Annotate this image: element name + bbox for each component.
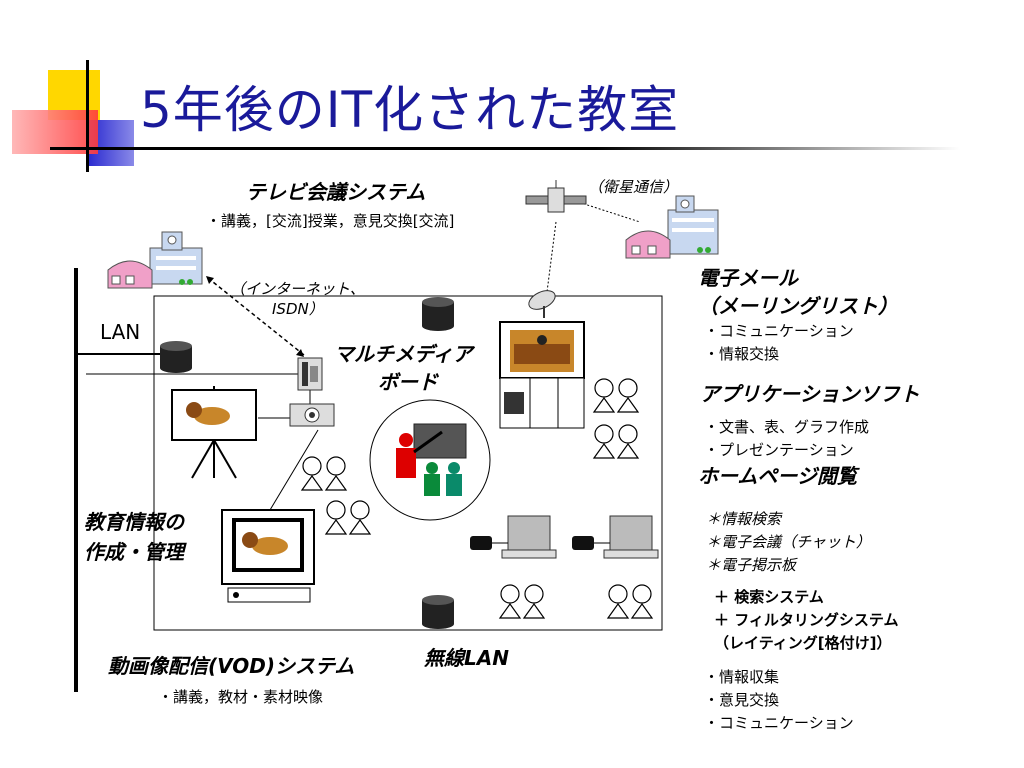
multimedia-board-icon xyxy=(369,399,491,521)
satellite-dish-icon xyxy=(528,290,556,318)
satellite-down-link xyxy=(546,221,557,293)
monitor-link xyxy=(269,429,319,511)
web-uses: ・情報収集 ・意見交換 ・コミュニケーション xyxy=(704,666,854,735)
apps-items: ・文書、表、グラフ作成 ・プレゼンテーション xyxy=(704,416,869,462)
web-use: ・意見交換 xyxy=(704,691,780,709)
apps-item: ・プレゼンテーション xyxy=(704,441,854,459)
satellite-icon xyxy=(525,180,587,213)
web-tool: ＋ 検索システム xyxy=(714,588,824,606)
internet-label-line1: （インターネット、 xyxy=(230,280,365,298)
lan-label: LAN xyxy=(100,320,141,344)
web-tool: （レイティング[格付け]） xyxy=(714,634,892,652)
web-use: ・コミュニケーション xyxy=(704,714,854,732)
apps-heading: アプリケーションソフト xyxy=(700,382,920,406)
email-heading-line1: 電子メール xyxy=(698,266,798,290)
edu-info-label-line1: 教育情報の xyxy=(84,510,184,534)
satellite-label: （衛星通信） xyxy=(588,178,679,196)
tv-conference-heading: テレビ会議システム xyxy=(246,180,426,204)
internet-arrow-head xyxy=(296,349,304,357)
deco-red-block xyxy=(12,110,98,154)
deco-vertical-line xyxy=(86,60,89,172)
projector-icon xyxy=(289,403,335,427)
web-items: ＊情報検索 ＊電子会議（チャット） ＊電子掲示板 xyxy=(706,508,871,577)
multimedia-board-label-line1: マルチメディア xyxy=(334,342,473,366)
email-items: ・コミュニケーション ・情報交換 xyxy=(704,320,854,366)
school-building-right-icon xyxy=(625,195,719,259)
monitor-icon xyxy=(221,509,315,603)
tv-conference-detail: ・講義，[交流]授業，意見交換[交流] xyxy=(206,212,455,230)
internet-arrow-tail xyxy=(206,276,214,284)
tv-conference-unit-icon xyxy=(499,321,585,429)
school-building-left-icon xyxy=(107,231,203,289)
web-use: ・情報収集 xyxy=(704,668,780,686)
server-cylinder-icon xyxy=(422,595,454,629)
projection-screen-icon xyxy=(171,386,257,479)
email-item: ・情報交換 xyxy=(704,345,780,363)
web-item: ＊電子掲示板 xyxy=(706,556,797,574)
vod-heading: 動画像配信(VOD)システム xyxy=(108,654,355,678)
web-item: ＊電子会議（チャット） xyxy=(706,533,871,551)
edu-info-label-line2: 作成・管理 xyxy=(84,540,184,564)
laptop-icon xyxy=(470,515,557,559)
server-cylinder-icon xyxy=(160,341,192,373)
wireless-lan-label: 無線LAN xyxy=(424,646,509,670)
vod-detail: ・講義，教材・素材映像 xyxy=(158,688,324,706)
email-item: ・コミュニケーション xyxy=(704,322,854,340)
web-heading: ホームページ閲覧 xyxy=(698,464,857,488)
student-group-icon xyxy=(300,378,654,619)
web-tools: ＋ 検索システム ＋ フィルタリングシステム （レイティング[格付け]） xyxy=(714,586,898,655)
web-item: ＊情報検索 xyxy=(706,510,782,528)
internet-label-line2: ISDN） xyxy=(272,300,324,318)
web-tool: ＋ フィルタリングシステム xyxy=(714,611,899,629)
laptop-icon xyxy=(572,515,659,559)
phone-icon xyxy=(297,357,323,391)
title-rule xyxy=(50,147,960,150)
email-heading-line2: （メーリングリスト） xyxy=(698,294,898,318)
classroom-box xyxy=(153,295,663,631)
multimedia-board-label-line2: ボード xyxy=(378,370,438,394)
apps-item: ・文書、表、グラフ作成 xyxy=(704,418,870,436)
server-cylinder-icon xyxy=(422,297,454,331)
page-title: 5年後のIT化された教室 xyxy=(140,81,680,139)
